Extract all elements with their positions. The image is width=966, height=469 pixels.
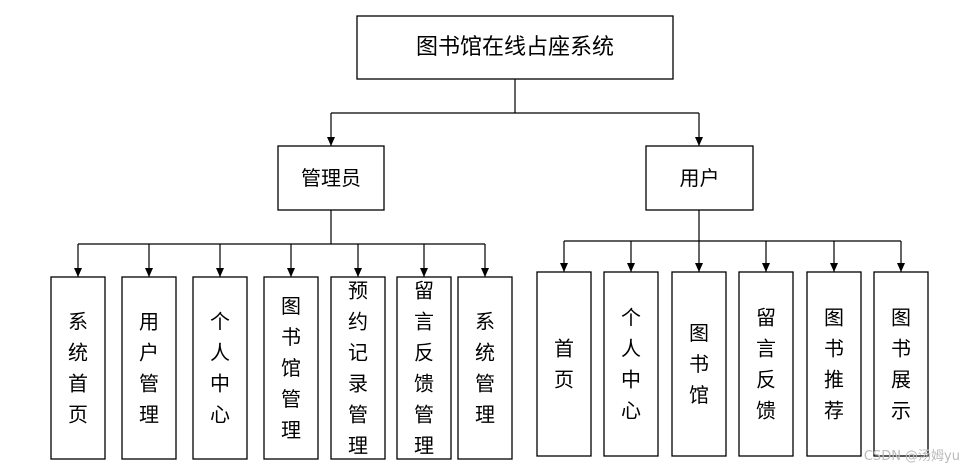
child-node-0-2: 个人中心 [192, 276, 248, 460]
child-node-0-2-label: 个人中心 [210, 310, 230, 427]
child-node-1-5-label: 图书展示 [891, 306, 911, 423]
root-node-system: 图书馆在线占座系统 [356, 15, 674, 80]
branch-node-0-label: 管理员 [301, 166, 361, 190]
child-node-0-3-label: 图书馆管理 [281, 294, 301, 442]
child-node-0-3: 图书馆管理 [263, 276, 319, 460]
child-node-0-4-label: 预约记录管理 [348, 279, 368, 458]
child-node-1-5: 图书展示 [873, 271, 929, 457]
child-node-1-4-label: 图书推荐 [824, 306, 844, 423]
branch-node-1: 用户 [645, 145, 754, 211]
child-node-0-6-label: 系统管理 [475, 310, 495, 427]
connector-lines [74, 79, 905, 277]
child-node-0-6: 系统管理 [457, 276, 513, 460]
child-node-0-4: 预约记录管理 [330, 276, 386, 460]
branch-node-0: 管理员 [277, 145, 385, 211]
child-node-1-1-label: 个人中心 [621, 306, 641, 423]
child-node-1-4: 图书推荐 [806, 271, 862, 457]
child-node-0-0-label: 系统首页 [68, 310, 88, 427]
child-node-0-0: 系统首页 [50, 276, 106, 460]
child-node-1-1: 个人中心 [603, 271, 659, 457]
child-node-1-2: 图书馆 [671, 271, 727, 457]
child-node-1-2-label: 图书馆 [689, 321, 709, 407]
root-node-system-label: 图书馆在线占座系统 [416, 35, 614, 60]
child-node-1-0: 首页 [536, 271, 592, 457]
child-node-0-1: 用户管理 [121, 276, 177, 460]
watermark: CSDN @汤姆yu [863, 449, 960, 464]
child-node-0-5: 留言反馈管理 [396, 276, 452, 460]
child-node-1-3-label: 留言反馈 [756, 306, 776, 423]
branch-node-1-label: 用户 [680, 166, 720, 190]
child-node-1-3: 留言反馈 [738, 271, 794, 457]
child-node-0-1-label: 用户管理 [139, 310, 159, 427]
child-node-1-0-label: 首页 [554, 337, 574, 392]
child-node-0-5-label: 留言反馈管理 [414, 279, 434, 458]
